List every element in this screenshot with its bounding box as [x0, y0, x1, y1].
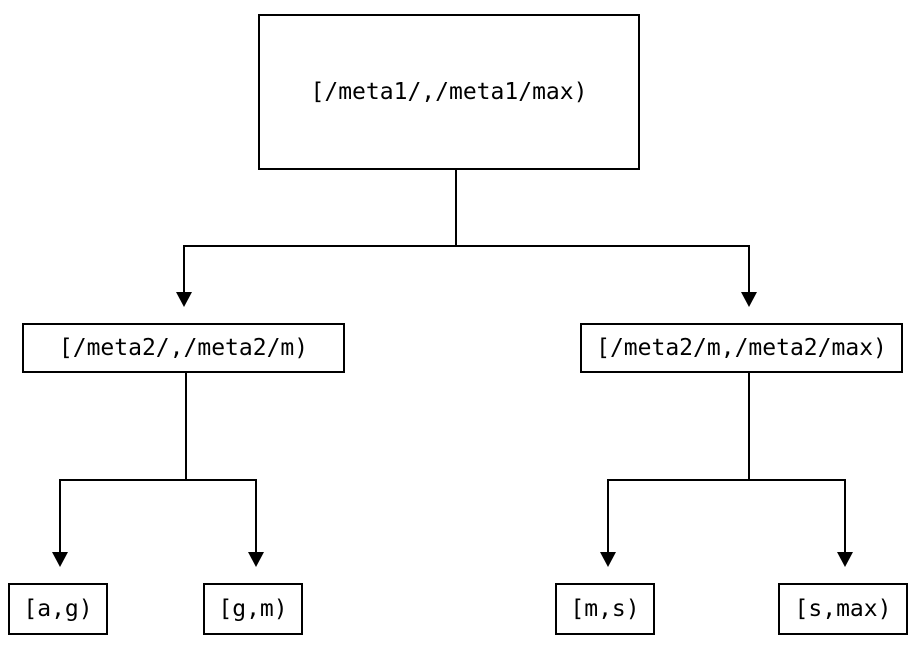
tree-node-left-child: [/meta2/,/meta2/m)	[22, 323, 345, 373]
node-label-leaf-smax: [s,max)	[794, 596, 892, 622]
arrowhead-down-icon	[600, 552, 616, 567]
node-label-right-child: [/meta2/m,/meta2/max)	[596, 335, 887, 361]
node-label-root: [/meta1/,/meta1/max)	[310, 79, 588, 105]
node-label-left-child: [/meta2/,/meta2/m)	[58, 335, 309, 361]
node-label-leaf-gm: [g,m)	[218, 596, 288, 622]
arrowhead-down-icon	[837, 552, 853, 567]
edge-left-to-leaf-ag	[52, 373, 187, 567]
tree-node-leaf-ag: [a,g)	[8, 583, 108, 635]
edge-root-to-left	[176, 170, 457, 307]
arrowhead-down-icon	[741, 292, 757, 307]
arrowhead-down-icon	[52, 552, 68, 567]
tree-node-root: [/meta1/,/meta1/max)	[258, 14, 640, 170]
tree-node-leaf-gm: [g,m)	[203, 583, 303, 635]
node-label-leaf-ms: [m,s)	[570, 596, 640, 622]
edge-right-to-leaf-ms	[600, 373, 750, 567]
arrowhead-down-icon	[248, 552, 264, 567]
edge-root-to-right	[455, 170, 757, 307]
arrowhead-down-icon	[176, 292, 192, 307]
edge-left-to-leaf-gm	[185, 373, 264, 567]
node-label-leaf-ag: [a,g)	[23, 596, 93, 622]
tree-node-leaf-ms: [m,s)	[555, 583, 655, 635]
tree-node-right-child: [/meta2/m,/meta2/max)	[580, 323, 903, 373]
tree-node-leaf-smax: [s,max)	[778, 583, 908, 635]
edge-right-to-leaf-smax	[748, 373, 853, 567]
